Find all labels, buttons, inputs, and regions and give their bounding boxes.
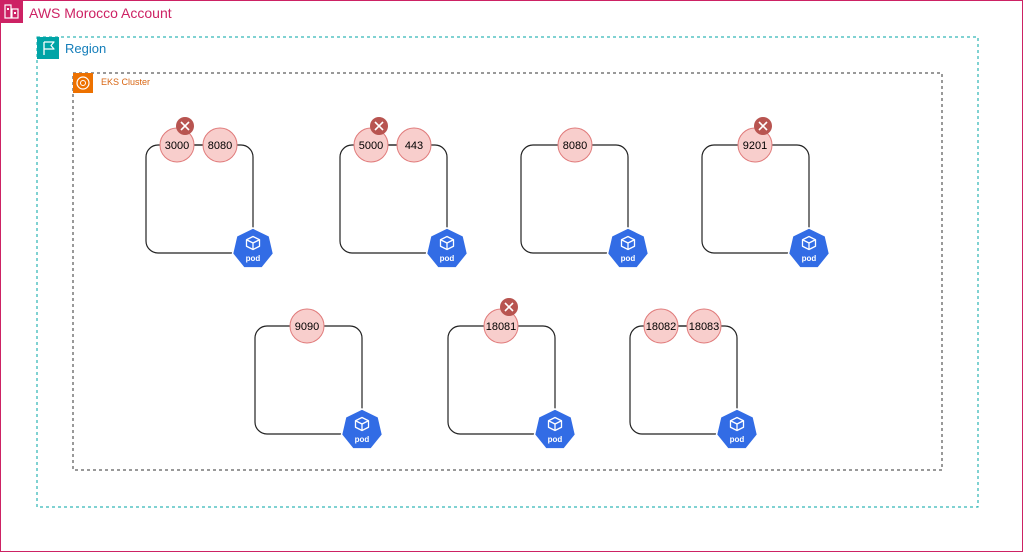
port-circle	[686, 308, 722, 344]
pod-label: pod	[621, 254, 636, 263]
blocked-x-stroke	[180, 121, 190, 131]
port-label: 18083	[689, 321, 720, 333]
blocked-x-icon	[500, 298, 518, 316]
pod-cube-edges	[246, 239, 260, 250]
pod-group: 5000 443 pod	[339, 117, 469, 269]
region-group: Region	[36, 36, 979, 508]
pod-cube-edges	[548, 420, 562, 431]
blocked-x-icon	[370, 117, 388, 135]
pod-cube-edges	[355, 420, 369, 431]
eks-cluster-title: EKS Cluster	[101, 77, 150, 87]
pod-group: 18082 18083 pod	[629, 308, 759, 450]
blocked-x-icon	[176, 117, 194, 135]
pod-icon: pod	[425, 227, 469, 269]
pod-cube-edges	[440, 239, 454, 250]
pod-label: pod	[548, 435, 563, 444]
pod-group: 18081 pod	[447, 298, 577, 450]
blocked-x-icon	[754, 117, 772, 135]
port-circle	[289, 308, 325, 344]
port-label: 8080	[208, 140, 232, 152]
port-label: 8080	[563, 140, 587, 152]
pods-layer: 3000 8080 pod 5000 443 pod 8080 pod 9201 pod 9090 p…	[145, 117, 831, 450]
pod-group: 3000 8080 pod	[145, 117, 275, 269]
pod-icon: pod	[715, 408, 759, 450]
region-flag-icon	[37, 37, 59, 59]
pod-label: pod	[246, 254, 261, 263]
port-circle	[202, 127, 238, 163]
pod-icon: pod	[231, 227, 275, 269]
port-label: 3000	[165, 140, 189, 152]
pod-cube-edges	[730, 420, 744, 431]
port-label: 9201	[743, 140, 767, 152]
eks-cluster-icon	[73, 73, 93, 93]
blocked-x-stroke	[374, 121, 384, 131]
pod-cube-edges	[621, 239, 635, 250]
pod-icon: pod	[340, 408, 384, 450]
pod-group: 9201 pod	[701, 117, 831, 269]
port-circle	[396, 127, 432, 163]
aws-account-icon	[0, 0, 23, 23]
port-label: 18081	[486, 321, 517, 333]
pod-label: pod	[730, 435, 745, 444]
port-circle	[557, 127, 593, 163]
pod-icon: pod	[533, 408, 577, 450]
pod-group: 8080 pod	[520, 127, 650, 269]
pod-cube-edges	[802, 239, 816, 250]
pod-group: 9090 pod	[254, 308, 384, 450]
pod-label: pod	[440, 254, 455, 263]
pod-label: pod	[802, 254, 817, 263]
port-label: 443	[405, 140, 423, 152]
blocked-x-stroke	[758, 121, 768, 131]
pod-icon: pod	[787, 227, 831, 269]
port-label: 5000	[359, 140, 383, 152]
pod-icon: pod	[606, 227, 650, 269]
eks-cluster-group: EKS Cluster	[72, 72, 943, 471]
aws-account-title: AWS Morocco Account	[29, 5, 172, 21]
region-title: Region	[65, 41, 106, 56]
blocked-x-stroke	[504, 302, 514, 312]
region-border	[36, 36, 979, 508]
port-label: 18082	[646, 321, 677, 333]
port-label: 9090	[295, 321, 319, 333]
port-circle	[643, 308, 679, 344]
eks-cluster-border	[72, 72, 943, 471]
pod-label: pod	[355, 435, 370, 444]
